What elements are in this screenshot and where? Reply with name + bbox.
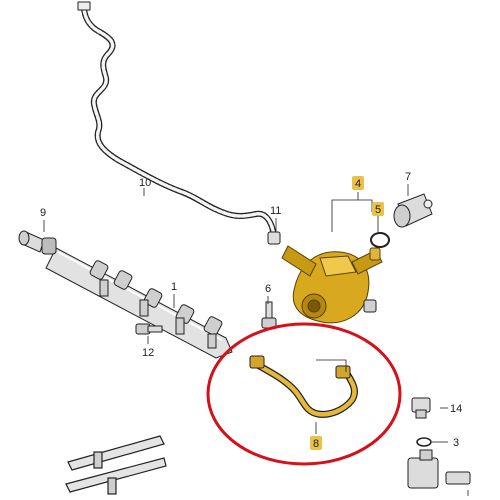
callout-10: 10 bbox=[139, 177, 151, 189]
callout-5-highlight bbox=[372, 202, 384, 216]
wiring-harness bbox=[77, 1, 281, 245]
leader-lines bbox=[43, 184, 469, 496]
callout-7: 7 bbox=[405, 171, 411, 183]
bolt-12 bbox=[135, 323, 163, 335]
callout-3: 3 bbox=[453, 437, 459, 449]
bracket-14 bbox=[411, 397, 431, 419]
cam-follower bbox=[393, 193, 433, 228]
callout-8-highlight bbox=[310, 436, 322, 450]
fuel-rail bbox=[45, 247, 233, 359]
fuel-pipe bbox=[249, 355, 358, 418]
callout-12: 12 bbox=[142, 347, 154, 359]
callout-9: 9 bbox=[40, 207, 46, 219]
high-pressure-pump bbox=[281, 245, 383, 324]
callout-6: 6 bbox=[265, 283, 271, 295]
callout-labels: 10 1 6 12 9 11 4 5 7 8 14 3 bbox=[40, 171, 462, 450]
o-ring bbox=[370, 232, 390, 248]
callout-4: 4 bbox=[355, 178, 361, 190]
callout-1: 1 bbox=[171, 281, 177, 293]
callout-14: 14 bbox=[450, 403, 462, 415]
lower-rods bbox=[65, 435, 167, 495]
callout-4-highlight bbox=[352, 176, 364, 190]
callout-11: 11 bbox=[270, 205, 281, 217]
highlight-ring bbox=[206, 322, 402, 466]
seal-3 bbox=[416, 437, 432, 447]
callout-5: 5 bbox=[375, 204, 381, 216]
injector bbox=[407, 449, 471, 489]
bolt-6 bbox=[261, 301, 277, 329]
callout-8: 8 bbox=[313, 438, 319, 450]
pressure-sensor bbox=[18, 230, 57, 255]
